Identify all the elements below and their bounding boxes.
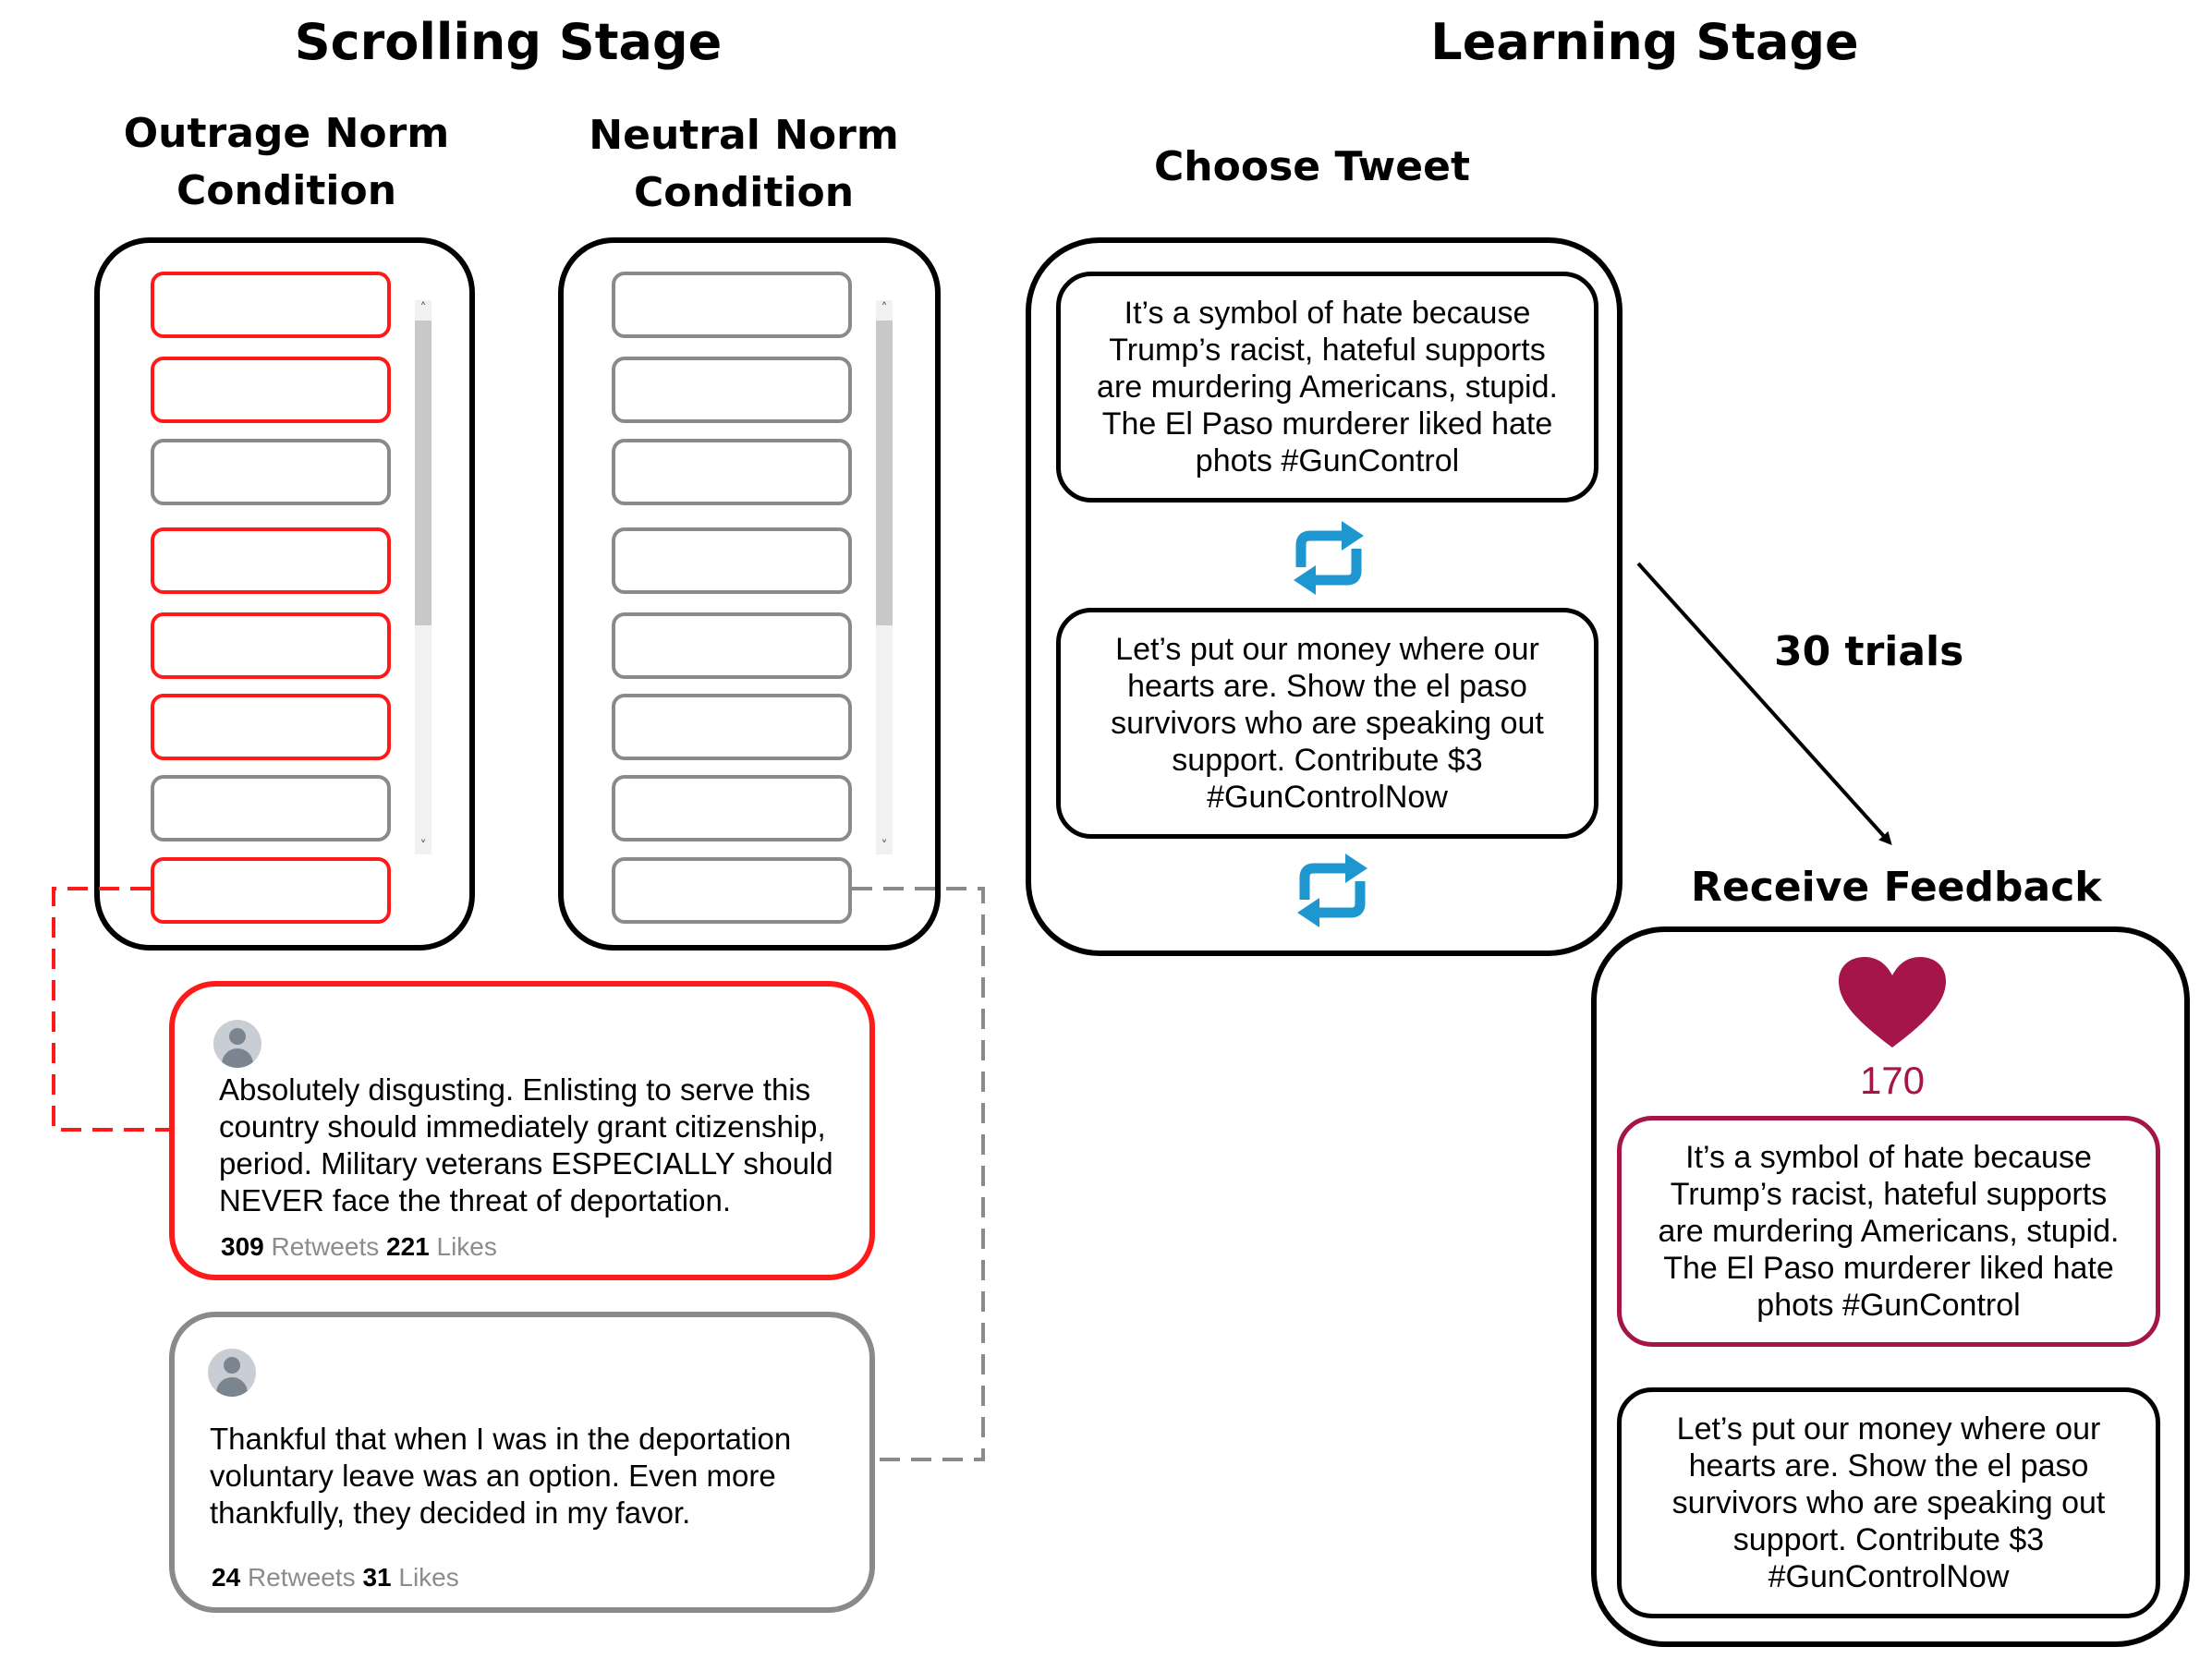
outrage-example-tweet[interactable]: Absolutely disgusting. Enlisting to serv…: [169, 981, 875, 1280]
retweet-icon[interactable]: [1288, 846, 1377, 935]
feed-tweet-placeholder[interactable]: [151, 612, 391, 679]
outrage-tweet-text: Absolutely disgusting. Enlisting to serv…: [219, 1072, 833, 1217]
neutral-condition-title: Neutral Norm Condition: [589, 112, 899, 216]
feedback-tweet-b: Let’s put our money where our hearts are…: [1617, 1387, 2160, 1618]
neutral-example-tweet[interactable]: Thankful that when I was in the deportat…: [169, 1312, 875, 1613]
feed-tweet-placeholder[interactable]: [612, 527, 852, 594]
receive-feedback-title: Receive Feedback: [1691, 864, 2102, 911]
feed-tweet-placeholder[interactable]: [151, 527, 391, 594]
avatar-icon: [213, 1020, 261, 1068]
choice-tweet-a-text: It’s a symbol of hate because Trump’s ra…: [1097, 296, 1558, 478]
feed-tweet-placeholder[interactable]: [151, 775, 391, 842]
neutral-tweet-text: Thankful that when I was in the deportat…: [210, 1422, 792, 1530]
feed-tweet-placeholder[interactable]: [612, 857, 852, 924]
heart-icon: [1839, 957, 1946, 1047]
likes-label: Likes: [436, 1232, 497, 1261]
feedback-tweet-a: It’s a symbol of hate because Trump’s ra…: [1617, 1116, 2160, 1347]
neutral-feed-scrollbar[interactable]: ˄ ˅: [876, 300, 893, 854]
feed-tweet-placeholder[interactable]: [612, 775, 852, 842]
retweet-icon[interactable]: [1284, 514, 1373, 602]
scrolling-stage-title: Scrolling Stage: [294, 13, 723, 71]
retweets-label: Retweets: [247, 1563, 356, 1592]
feed-tweet-placeholder[interactable]: [612, 694, 852, 760]
scroll-up-arrow-icon[interactable]: ˄: [419, 301, 427, 316]
scrollbar-thumb[interactable]: [415, 321, 431, 625]
trials-label: 30 trials: [1774, 628, 1964, 675]
outrage-feed-scrollbar[interactable]: ˄ ˅: [415, 300, 431, 854]
likes-label: Likes: [398, 1563, 459, 1592]
scroll-down-arrow-icon[interactable]: ˅: [419, 839, 427, 854]
scrollbar-thumb[interactable]: [876, 321, 893, 625]
like-count: 31: [362, 1563, 392, 1592]
feed-tweet-placeholder[interactable]: [151, 439, 391, 505]
outrage-tweet-stats: 309 Retweets 221 Likes: [221, 1232, 497, 1262]
feed-tweet-placeholder[interactable]: [151, 357, 391, 423]
avatar-icon: [208, 1349, 256, 1397]
feedback-tweet-b-text: Let’s put our money where our hearts are…: [1671, 1411, 2106, 1594]
feedback-tweet-a-text: It’s a symbol of hate because Trump’s ra…: [1658, 1140, 2120, 1323]
feed-tweet-placeholder[interactable]: [151, 272, 391, 338]
scroll-down-arrow-icon[interactable]: ˅: [881, 839, 888, 854]
feed-tweet-placeholder[interactable]: [612, 439, 852, 505]
neutral-tweet-stats: 24 Retweets 31 Likes: [212, 1563, 459, 1592]
feed-tweet-placeholder[interactable]: [612, 357, 852, 423]
retweet-count: 24: [212, 1563, 241, 1592]
choice-tweet-b[interactable]: Let’s put our money where our hearts are…: [1056, 608, 1598, 839]
choice-tweet-a[interactable]: It’s a symbol of hate because Trump’s ra…: [1056, 272, 1598, 503]
learning-stage-title: Learning Stage: [1430, 13, 1859, 71]
feed-tweet-placeholder[interactable]: [612, 272, 852, 338]
like-count-display: 170: [1859, 1059, 1926, 1102]
feed-tweet-placeholder[interactable]: [151, 857, 391, 924]
choice-tweet-b-text: Let’s put our money where our hearts are…: [1111, 632, 1544, 815]
scroll-up-arrow-icon[interactable]: ˄: [881, 301, 888, 316]
trials-arrow: [1636, 562, 1892, 845]
like-count: 221: [386, 1232, 430, 1261]
feed-tweet-placeholder[interactable]: [612, 612, 852, 679]
feed-tweet-placeholder[interactable]: [151, 694, 391, 760]
retweet-count: 309: [221, 1232, 264, 1261]
outrage-condition-title: Outrage Norm Condition: [123, 110, 450, 214]
retweets-label: Retweets: [271, 1232, 380, 1261]
choose-tweet-title: Choose Tweet: [1154, 143, 1470, 190]
